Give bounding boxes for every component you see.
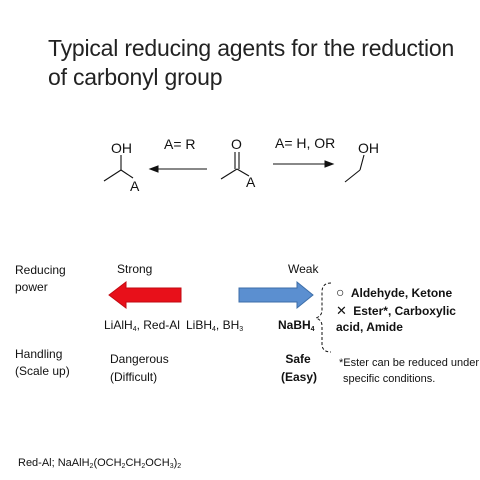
nabh4-subscript: 4 bbox=[310, 326, 315, 333]
left-arrow-label: A= R bbox=[164, 136, 196, 152]
nabh4-label: NaBH4 bbox=[278, 318, 315, 333]
left-product-structure bbox=[103, 155, 134, 182]
footnote-mid1: (OCH bbox=[93, 457, 122, 469]
carbonyl-o: O bbox=[231, 136, 242, 152]
difficult-text: (Difficult) bbox=[110, 370, 158, 384]
carbonyl-a: A bbox=[246, 174, 256, 190]
footnote-sub4: 3 bbox=[169, 463, 174, 470]
libh4-subscript: 4 bbox=[212, 326, 216, 333]
ok-symbol: ○ bbox=[336, 284, 345, 300]
weak-power-arrow bbox=[238, 280, 314, 310]
footnote-sub1: 2 bbox=[89, 463, 94, 470]
footnote-prefix: Red-Al; NaAlH bbox=[18, 457, 90, 469]
handling-label: Handling (Scale up) bbox=[15, 347, 70, 378]
redal-text: , Red-Al bbox=[136, 318, 180, 332]
weak-label: Weak bbox=[288, 262, 319, 276]
lialh4-text: LiAlH bbox=[104, 318, 133, 332]
footnote-mid4: ) bbox=[173, 457, 178, 469]
left-product-oh: OH bbox=[111, 140, 132, 156]
strong-label: Strong bbox=[117, 262, 153, 276]
dangerous-label: Dangerous (Difficult) bbox=[110, 350, 169, 386]
reducing-power-label: Reducing power bbox=[15, 263, 66, 294]
left-product-a: A bbox=[130, 178, 140, 194]
libh4-bh3-label: LiBH4, BH3 bbox=[186, 318, 243, 333]
carbonyl-structure bbox=[220, 152, 250, 180]
substrate-ok: ○ Aldehyde, Ketone bbox=[336, 285, 452, 301]
strong-power-arrow bbox=[108, 280, 182, 310]
right-product-structure bbox=[344, 154, 365, 183]
substrate-bracket bbox=[314, 282, 332, 353]
footnote-sub3: 2 bbox=[141, 463, 146, 470]
footnote-mid3: OCH bbox=[145, 457, 170, 469]
redal-footnote: Red-Al; NaAlH2(OCH2CH2OCH3)2 bbox=[18, 456, 181, 470]
substrate-ng: ✕ Ester*, Carboxylic acid, Amide bbox=[336, 303, 456, 335]
nabh4-text: NaBH bbox=[278, 318, 311, 332]
footnote-sub2: 2 bbox=[121, 463, 126, 470]
footnote-sub5: 2 bbox=[177, 463, 182, 470]
ok-substrates: Aldehyde, Ketone bbox=[350, 286, 453, 300]
ester-note-line1: *Ester can be reduced under bbox=[339, 357, 480, 369]
libh4-text: LiBH bbox=[186, 318, 213, 332]
easy-text: (Easy) bbox=[281, 370, 318, 384]
lialh4-redal-label: LiAlH4, Red-Al bbox=[104, 318, 180, 333]
footnote-mid2: CH bbox=[125, 457, 142, 469]
bh3-subscript: 3 bbox=[239, 326, 244, 333]
ester-note: *Ester can be reduced under specific con… bbox=[339, 355, 479, 387]
right-reaction-arrow bbox=[273, 160, 335, 168]
lialh4-subscript: 4 bbox=[132, 326, 137, 333]
ng-symbol: ✕ bbox=[336, 303, 347, 318]
bh3-text: , BH bbox=[215, 318, 240, 332]
right-arrow-label: A= H, OR bbox=[275, 135, 335, 151]
left-reaction-arrow bbox=[148, 165, 207, 173]
dangerous-text: Dangerous bbox=[110, 352, 169, 366]
ng-substrates-line1: Ester*, Carboxylic bbox=[353, 304, 456, 318]
safe-label: Safe (Easy) bbox=[281, 350, 318, 386]
page-title: Typical reducing agents for the reductio… bbox=[48, 35, 455, 90]
ng-substrates-line2: acid, Amide bbox=[336, 320, 403, 334]
ester-note-line2: specific conditions. bbox=[343, 373, 436, 385]
right-product-oh: OH bbox=[358, 140, 379, 156]
safe-text: Safe bbox=[285, 352, 311, 366]
